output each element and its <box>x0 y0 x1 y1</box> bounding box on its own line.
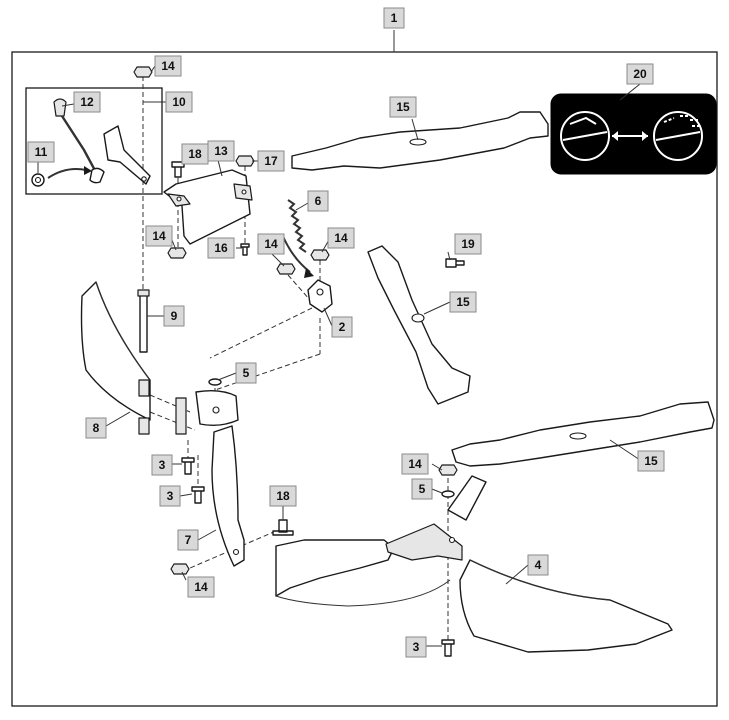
washer-part <box>31 166 92 187</box>
callout-14-text: 14 <box>152 229 166 243</box>
callout-1-text: 1 <box>391 11 398 25</box>
callout-15-bottom: 15 <box>637 450 665 472</box>
callout-3-left-upper: 3 <box>151 454 173 476</box>
callout-7: 7 <box>177 529 199 551</box>
link-bracket-part <box>307 279 333 313</box>
callout-13: 13 <box>207 140 235 162</box>
callout-9-text: 9 <box>171 309 178 323</box>
callout-15-middle: 15 <box>449 291 477 313</box>
callout-14-top: 14 <box>154 55 182 77</box>
callout-16-text: 16 <box>214 241 228 255</box>
callout-8: 8 <box>85 417 107 439</box>
callout-8-text: 8 <box>93 421 100 435</box>
callout-18-text: 18 <box>188 147 202 161</box>
callout-3-text: 3 <box>413 640 420 654</box>
callout-15-top: 15 <box>389 96 417 118</box>
chute-assembly-part <box>175 389 245 567</box>
callout-14-spring-left: 14 <box>257 233 285 255</box>
callout-3-left-lower: 3 <box>159 485 181 507</box>
callout-15-text: 15 <box>644 454 658 468</box>
callout-14-text: 14 <box>334 231 348 245</box>
pivot-pin-part <box>137 289 150 353</box>
gauge-icon-right <box>653 111 703 161</box>
callout-7-text: 7 <box>185 533 192 547</box>
callout-5-left: 5 <box>235 362 257 384</box>
callout-19: 19 <box>454 233 482 255</box>
callout-14-deflector: 14 <box>145 225 173 247</box>
callout-17-text: 17 <box>264 154 278 168</box>
hardware-items <box>133 66 465 657</box>
callout-16: 16 <box>207 237 235 259</box>
callout-14-text: 14 <box>264 237 278 251</box>
callout-3-text: 3 <box>159 458 166 472</box>
callout-10-text: 10 <box>172 95 186 109</box>
blade-bottom-part <box>451 401 715 467</box>
blade-middle-part <box>367 245 471 405</box>
lever-handle-part <box>53 98 105 184</box>
callout-18-top: 18 <box>181 143 209 165</box>
callout-18-text: 18 <box>276 489 290 503</box>
callout-15-text: 15 <box>456 295 470 309</box>
callout-11: 11 <box>27 141 55 163</box>
blade-top-part <box>291 111 549 171</box>
callout-4-text: 4 <box>535 558 542 572</box>
callout-2: 2 <box>331 316 353 338</box>
callout-5-right: 5 <box>411 478 433 500</box>
callout-9: 9 <box>163 305 185 327</box>
deflector-plate-part <box>163 169 253 245</box>
lever-bracket-part <box>103 125 151 185</box>
callout-14-lower: 14 <box>187 576 215 598</box>
callout-14-text: 14 <box>408 457 422 471</box>
callout-3-text: 3 <box>167 489 174 503</box>
callout-14-text: 14 <box>161 59 175 73</box>
callout-6-text: 6 <box>315 194 322 208</box>
callout-5-text: 5 <box>419 482 426 496</box>
callout-20: 20 <box>626 63 654 85</box>
callout-19-text: 19 <box>461 237 475 251</box>
callout-11-text: 11 <box>35 145 48 159</box>
callout-18-lower: 18 <box>269 485 297 507</box>
callout-13-text: 13 <box>214 144 228 158</box>
callout-5-text: 5 <box>243 366 250 380</box>
gauge-icon-left <box>560 111 610 161</box>
instruction-badge <box>550 93 717 175</box>
callout-12-text: 12 <box>80 95 94 109</box>
callout-14-right: 14 <box>401 453 429 475</box>
callout-12: 12 <box>73 91 101 113</box>
callout-14-text: 14 <box>194 580 208 594</box>
callout-20-text: 20 <box>633 67 647 81</box>
outer-frame <box>11 51 718 707</box>
callout-10: 10 <box>165 91 193 113</box>
inset-frame <box>25 87 163 195</box>
callout-2-text: 2 <box>339 320 346 334</box>
curved-baffle-part <box>80 281 151 435</box>
callout-4: 4 <box>527 554 549 576</box>
callout-14-spring-right: 14 <box>327 227 355 249</box>
callout-6: 6 <box>307 190 329 212</box>
callout-1: 1 <box>383 7 405 29</box>
double-arrow-icon <box>612 131 648 141</box>
callout-17: 17 <box>257 150 285 172</box>
rear-baffle-part <box>275 475 673 653</box>
callout-15-text: 15 <box>396 100 410 114</box>
callout-3-bottom: 3 <box>405 636 427 658</box>
